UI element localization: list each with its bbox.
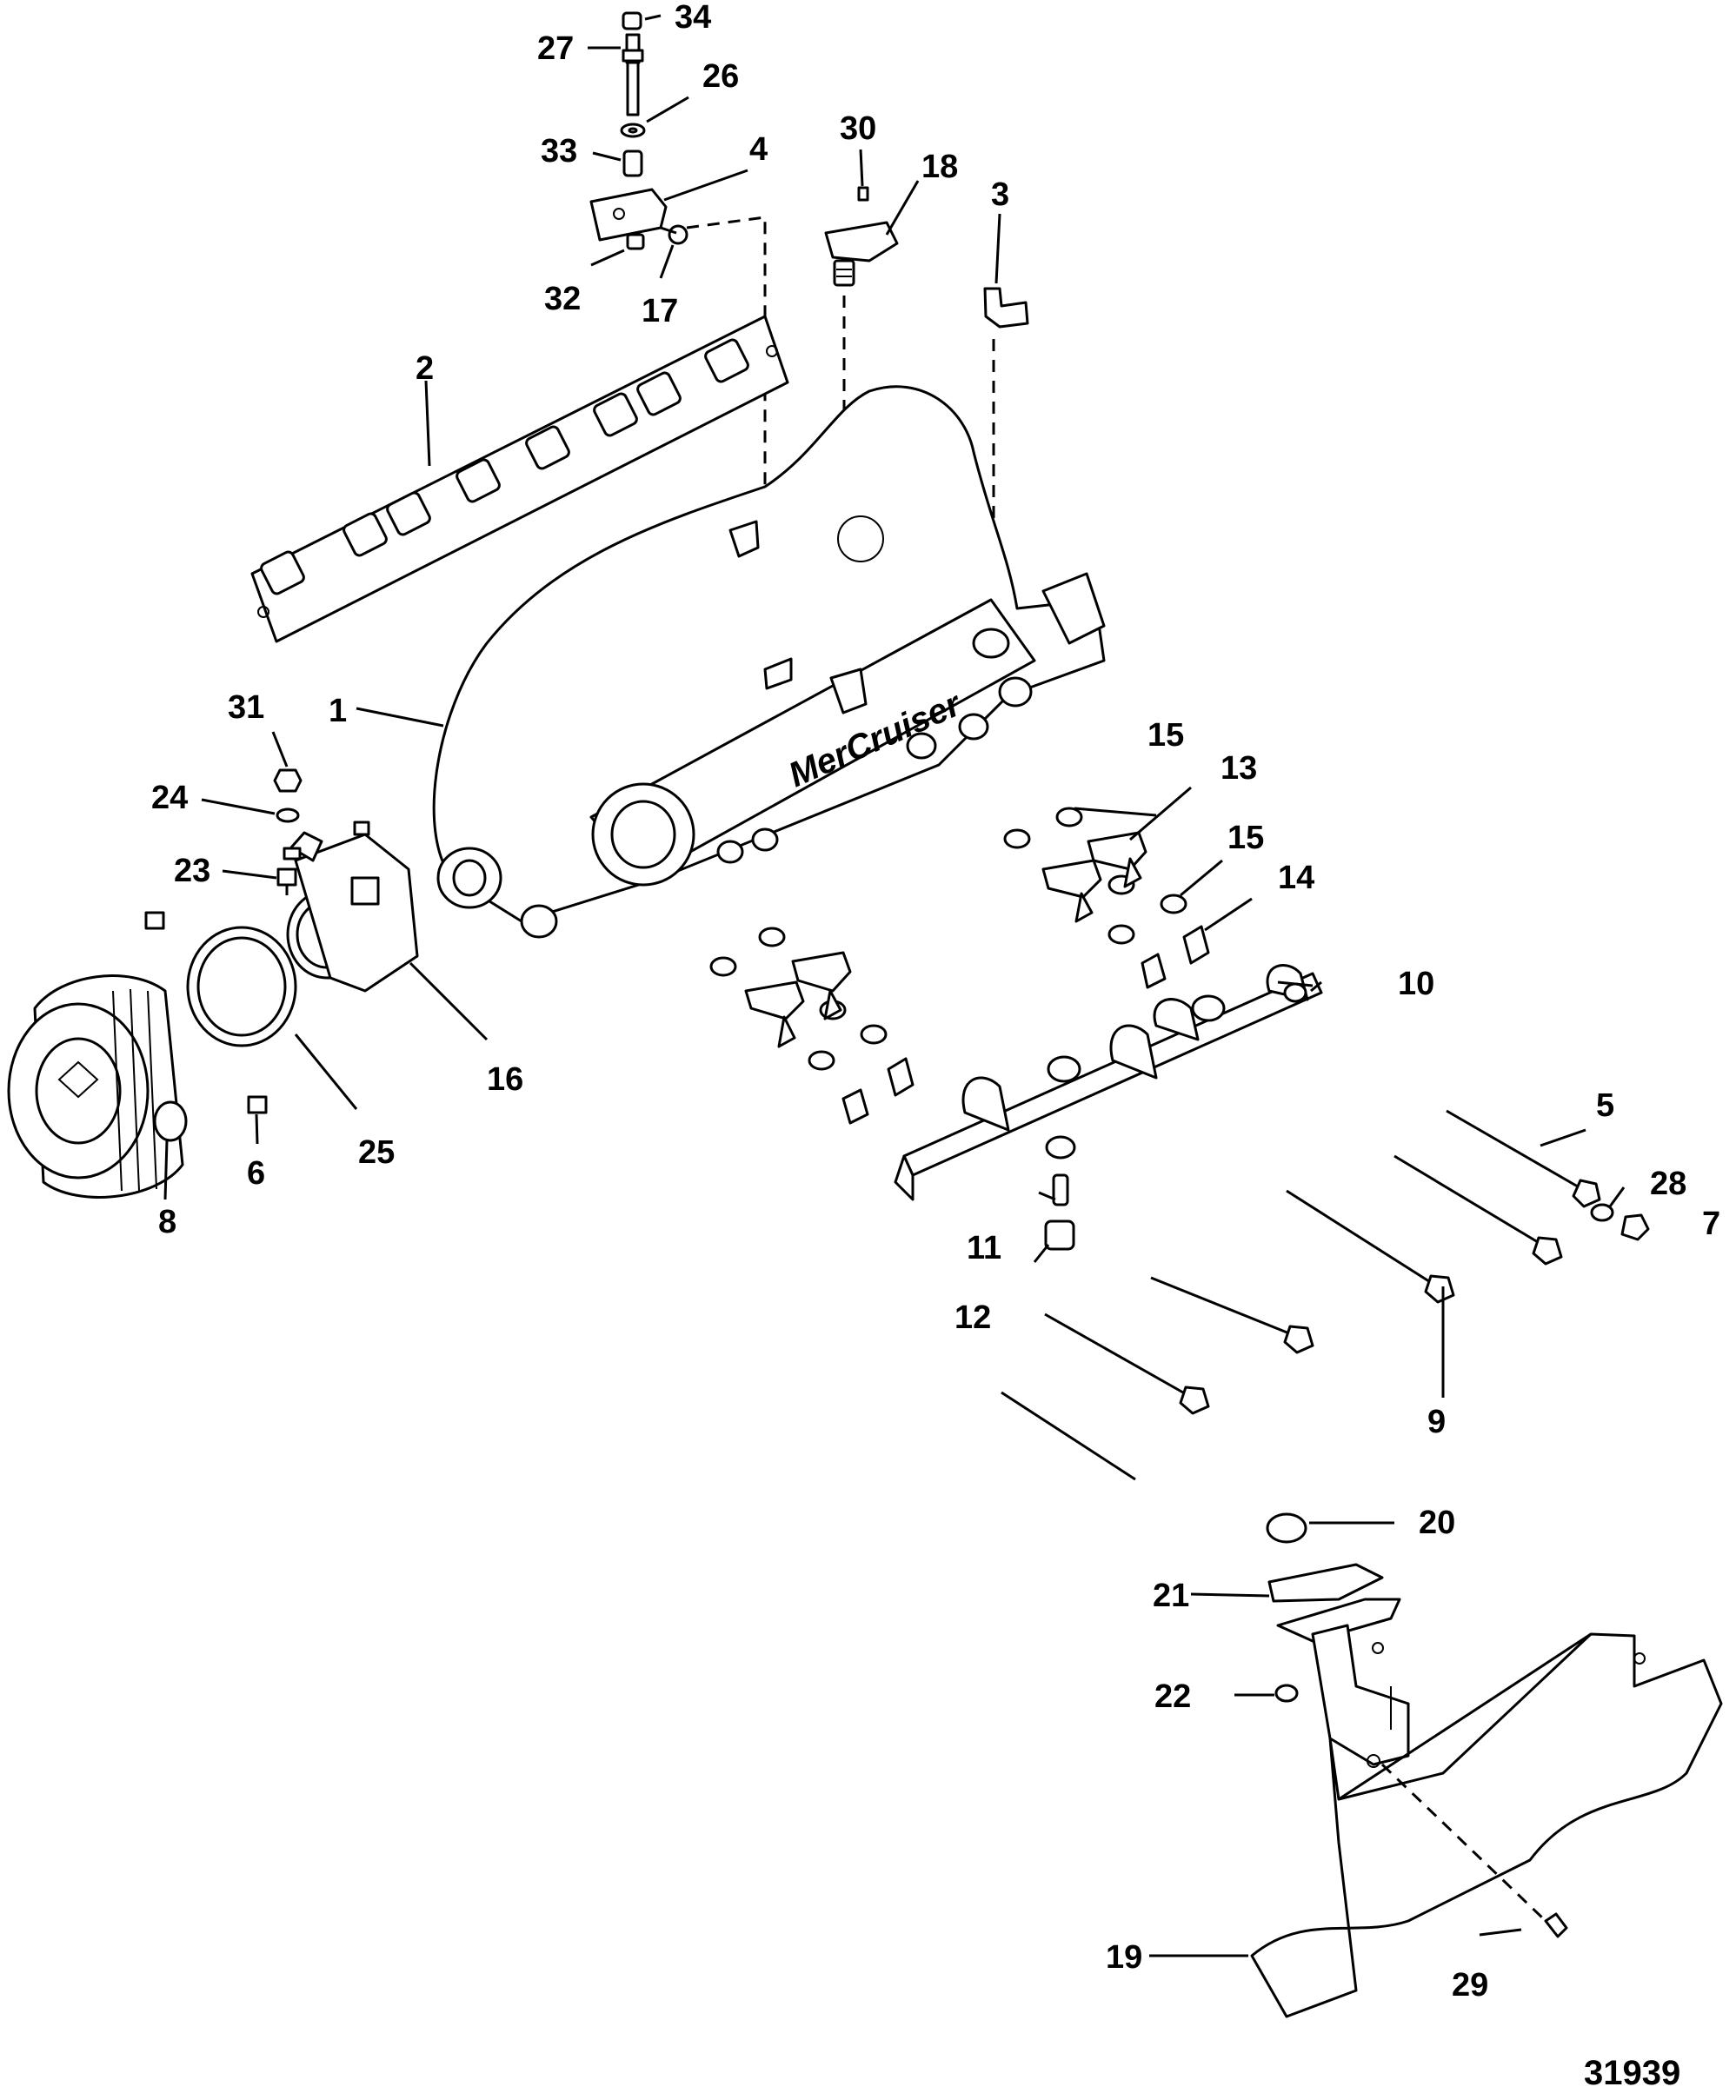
map-sensor [824, 186, 899, 287]
callout-27: 27 [537, 30, 574, 67]
callout-34: 34 [675, 0, 711, 36]
callout-9: 9 [1427, 1404, 1446, 1440]
callout-13: 13 [1221, 750, 1257, 787]
callout-3: 3 [991, 176, 1009, 213]
callout-10: 10 [1398, 966, 1434, 1002]
callout-22: 22 [1154, 1678, 1191, 1715]
stud-hardware-stack [589, 11, 688, 250]
callout-20: 20 [1419, 1505, 1455, 1541]
callout-14: 14 [1278, 860, 1314, 896]
leader-lines [163, 14, 1626, 1957]
callout-17: 17 [642, 293, 678, 329]
fuel-injector-group-lower [709, 927, 915, 1125]
flame-arrestor [7, 974, 188, 1199]
intake-manifold [432, 385, 1106, 939]
fuel-injector-group-upper [1003, 807, 1210, 989]
callout-16: 16 [487, 1061, 523, 1098]
callout-15-upper: 15 [1147, 717, 1184, 754]
callout-6: 6 [247, 1155, 265, 1192]
mounting-bolts [1001, 1109, 1650, 1481]
callout-labels: 34 27 26 33 4 32 17 30 18 3 2 1 15 13 15… [151, 0, 1720, 2004]
callout-30: 30 [840, 110, 876, 147]
callout-11: 11 [967, 1230, 1001, 1266]
callout-33: 33 [541, 133, 577, 169]
callout-23: 23 [174, 853, 210, 889]
callout-15-lower: 15 [1227, 820, 1264, 856]
callout-5: 5 [1596, 1087, 1614, 1124]
callout-32: 32 [544, 281, 581, 317]
callout-18: 18 [921, 149, 958, 185]
callout-7: 7 [1702, 1206, 1720, 1242]
mounting-bracket [1250, 1512, 1723, 2018]
callout-24: 24 [151, 780, 188, 816]
elbow-fitting [983, 287, 1029, 329]
figure-number: 31939 [1584, 2054, 1680, 2092]
callout-4: 4 [749, 131, 768, 168]
callout-28: 28 [1650, 1166, 1686, 1202]
fuel-rail [894, 964, 1323, 1251]
callout-19: 19 [1106, 1939, 1142, 1976]
callout-31: 31 [228, 689, 264, 726]
callout-29: 29 [1452, 1967, 1488, 2004]
callout-25: 25 [358, 1134, 395, 1171]
throttle-body-gasket [186, 926, 297, 1047]
manifold-gasket [250, 315, 789, 643]
callout-2: 2 [416, 350, 434, 387]
bracket-alignment-line [1380, 1763, 1546, 1921]
throttle-body [283, 821, 419, 993]
callout-26: 26 [702, 58, 739, 95]
callout-21: 21 [1153, 1578, 1189, 1614]
callout-8: 8 [158, 1204, 176, 1240]
callout-1: 1 [329, 693, 347, 729]
callout-12: 12 [954, 1299, 991, 1336]
